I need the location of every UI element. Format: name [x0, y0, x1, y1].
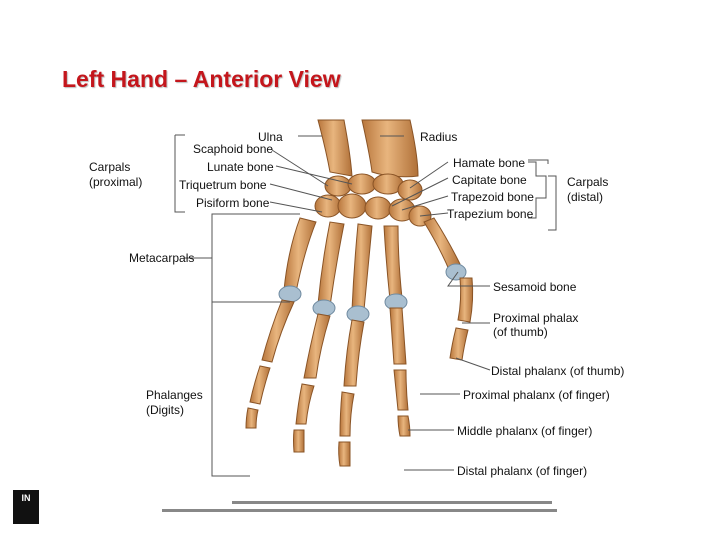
label-phalanges-sub: (Digits) [146, 403, 184, 417]
credit-text-placeholder-1 [232, 501, 552, 504]
label-phalanges: Phalanges [146, 388, 203, 402]
label-carpals-distal: Carpals [567, 175, 609, 189]
label-distal-phalanx-thumb: Distal phalanx (of thumb) [491, 364, 625, 378]
radius-bone [361, 119, 419, 178]
page-title: Left Hand – Anterior View [62, 66, 341, 92]
credit-line-2 [162, 508, 557, 513]
label-radius: Radius [420, 130, 458, 144]
label-middle-phalanx-finger: Middle phalanx (of finger) [457, 424, 593, 438]
publisher-logo-text: IN [21, 493, 31, 503]
metacarpal-bones [283, 217, 461, 311]
label-lunate-bone: Lunate bone [207, 160, 274, 174]
label-carpals-distal-sub: (distal) [567, 190, 604, 204]
forearm-bones [317, 119, 419, 178]
label-carpals-proximal: Carpals [89, 160, 131, 174]
label-trapezium-bone: Trapezium bone [447, 207, 534, 221]
publisher-logo: IN [13, 490, 39, 524]
label-ulna: Ulna [258, 130, 283, 144]
label-sesamoid-bone: Sesamoid bone [493, 280, 577, 294]
leader-lines [174, 134, 557, 477]
label-triquetrum-bone: Triquetrum bone [179, 178, 267, 192]
label-trapezoid-bone: Trapezoid bone [451, 190, 534, 204]
cartilage-joints [278, 263, 467, 323]
label-proximal-phalax-thumb: Proximal phalax [493, 311, 579, 325]
ulna-bone [317, 119, 353, 177]
label-carpals-proximal-sub: (proximal) [89, 175, 143, 189]
label-scaphoid-bone: Scaphoid bone [193, 142, 274, 156]
label-pisiform-bone: Pisiform bone [196, 196, 270, 210]
label-metacarpals: Metacarpals [129, 251, 195, 265]
label-distal-phalanx-finger: Distal phalanx (of finger) [457, 464, 588, 478]
label-capitate-bone: Capitate bone [452, 173, 527, 187]
label-proximal-phalax-thumb-sub: (of thumb) [493, 325, 548, 339]
credit-line-1 [162, 500, 552, 505]
label-hamate-bone: Hamate bone [453, 156, 526, 170]
credit-text-placeholder-2 [162, 509, 557, 512]
label-proximal-phalanx-finger: Proximal phalanx (of finger) [463, 388, 610, 402]
carpal-bones [314, 173, 432, 227]
